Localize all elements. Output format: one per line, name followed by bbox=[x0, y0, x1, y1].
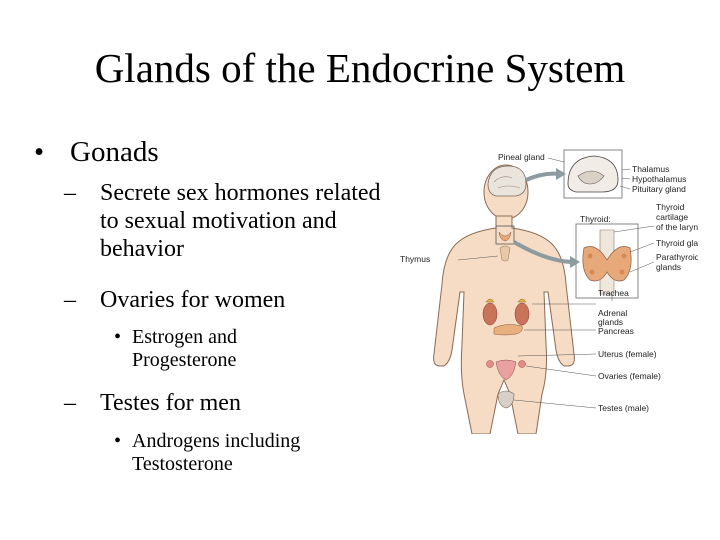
label-pineal: Pineal gland bbox=[498, 152, 545, 162]
label-uterus: Uterus (female) bbox=[598, 349, 657, 359]
label-thyroid-gland: Thyroid gland bbox=[656, 238, 698, 248]
testes-icon bbox=[497, 390, 515, 409]
bullet-marker: • bbox=[114, 326, 122, 348]
label-ovaries: Ovaries (female) bbox=[598, 371, 661, 381]
bullet-testes-text: Testes for men bbox=[100, 390, 241, 416]
bullet-gonads-text: Gonads bbox=[70, 136, 159, 168]
bullet-ovaries-text: Ovaries for women bbox=[100, 287, 286, 313]
pancreas-icon bbox=[493, 324, 523, 336]
bullet-marker: • bbox=[34, 136, 45, 168]
thymus-icon bbox=[499, 245, 511, 262]
dash-marker: – bbox=[64, 287, 76, 313]
thyroid-gland-icon bbox=[582, 246, 632, 282]
label-testes: Testes (male) bbox=[598, 403, 649, 413]
label-thymus: Thymus bbox=[400, 254, 430, 264]
uterus-icon bbox=[495, 359, 517, 381]
label-pancreas: Pancreas bbox=[598, 326, 634, 336]
adrenal-icon bbox=[485, 298, 527, 303]
dash-marker: – bbox=[64, 180, 76, 206]
bullet-estrogen-text: Estrogen and Progesterone bbox=[132, 326, 237, 372]
endocrine-diagram: Pineal gland Thalamus Hypothalamus Pitui… bbox=[400, 149, 698, 434]
label-hypothalamus: Hypothalamus bbox=[632, 174, 686, 184]
label-thalamus: Thalamus bbox=[632, 164, 669, 174]
arrow-to-brain bbox=[525, 171, 561, 182]
dash-marker: – bbox=[64, 390, 76, 416]
slide-title: Glands of the Endocrine System bbox=[94, 45, 626, 91]
label-pituitary: Pituitary gland bbox=[632, 184, 686, 194]
bullet-secrete-text: Secrete sex hormones related to sexual m… bbox=[100, 180, 381, 262]
arrow-to-thyroid bbox=[512, 240, 575, 264]
label-thyroid-title: Thyroid: bbox=[580, 214, 611, 224]
brain-icon bbox=[487, 165, 527, 197]
bullet-marker: • bbox=[114, 430, 122, 452]
thyroid-callout-box bbox=[495, 225, 515, 245]
label-trachea: Trachea bbox=[598, 288, 629, 298]
bullet-androgens-text: Androgens including Testosterone bbox=[132, 430, 301, 476]
